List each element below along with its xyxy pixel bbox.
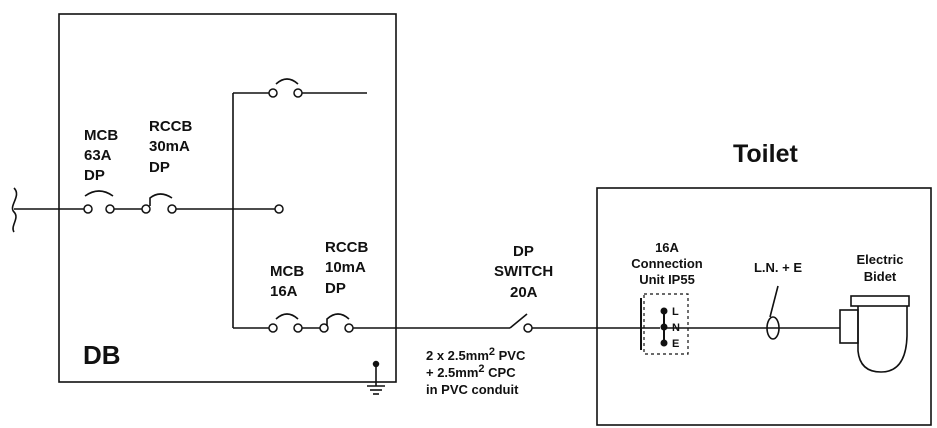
branch-mcb-label-line-1: MCB (270, 263, 304, 280)
main-mcb-symbol (83, 190, 115, 214)
cable-note-line-3: in PVC conduit (426, 382, 519, 397)
distribution-board-box (58, 13, 397, 383)
cable-marker-leader (769, 285, 779, 318)
busbar-terminal-middle (274, 204, 284, 214)
branch-mcb-label-line-2: 16A (270, 283, 298, 300)
spare-way-breaker-symbol (268, 78, 303, 98)
terminal-label-e: E (672, 338, 679, 350)
cable-marker-label: L.N. + E (754, 260, 802, 275)
switch-label-line-2: SWITCH (494, 263, 553, 280)
incoming-supply-break-symbol (11, 187, 18, 233)
branch-rccb-label-line-1: RCCB (325, 239, 368, 256)
branch-rccb-label-line-2: 10mA (325, 259, 366, 276)
connection-unit-label-line-2: Connection (631, 256, 703, 271)
main-rccb-label-line-1: RCCB (149, 118, 192, 135)
connection-unit-label-line-1: 16A (655, 240, 679, 255)
terminal-label-n: N (672, 322, 680, 334)
earth-symbol (367, 360, 385, 395)
switch-label-line-3: 20A (510, 284, 538, 301)
bidet-label-line-2: Bidet (864, 269, 897, 284)
main-mcb-label-line-3: DP (84, 167, 105, 184)
branch-mcb-symbol (268, 313, 303, 333)
dp-switch-symbol (509, 313, 533, 333)
branch-rccb-symbol (319, 313, 354, 333)
cable-marker-ring (766, 316, 780, 340)
terminal-e-dot (660, 339, 668, 347)
db-label: DB (83, 340, 121, 370)
main-mcb-label-line-2: 63A (84, 147, 112, 164)
bidet-label-line-1: Electric (857, 252, 904, 267)
main-rccb-label-line-2: 30mA (149, 138, 190, 155)
terminal-label-l: L (672, 306, 679, 318)
connection-unit-label-line-3: Unit IP55 (639, 272, 695, 287)
cable-note-line-2: + 2.5mm2 CPC (426, 363, 516, 380)
branch-rccb-label-line-3: DP (325, 280, 346, 297)
main-rccb-label-line-3: DP (149, 159, 170, 176)
toilet-room-box (596, 187, 932, 426)
electric-bidet-icon (839, 295, 910, 373)
cable-note-line-1: 2 x 2.5mm2 PVC (426, 346, 526, 363)
terminal-n-dot (660, 323, 668, 331)
switch-label-line-1: DP (513, 243, 534, 260)
main-rccb-symbol (141, 193, 177, 214)
terminal-l-dot (660, 307, 668, 315)
main-mcb-label-line-1: MCB (84, 127, 118, 144)
connection-unit-box (643, 293, 689, 355)
toilet-title: Toilet (733, 140, 798, 168)
